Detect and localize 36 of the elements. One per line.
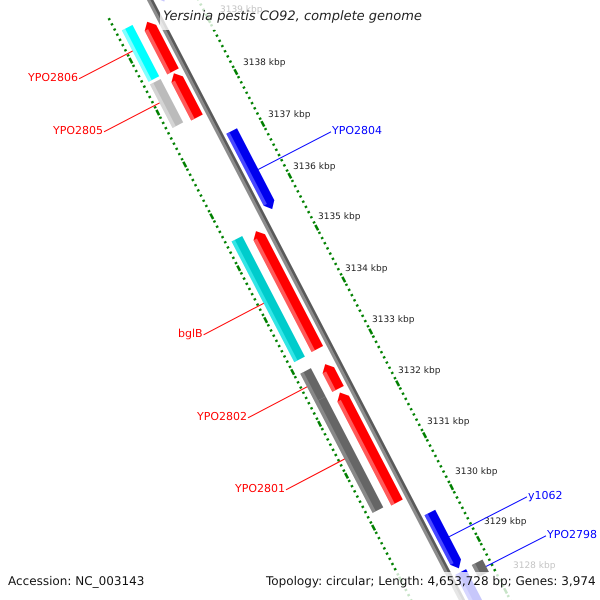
gene-feature [226, 128, 274, 210]
gene-feature [150, 79, 184, 128]
gene-label: YPO2802 [197, 410, 248, 424]
leader-line [248, 386, 308, 418]
scale-label: 3132 kbp [398, 366, 440, 376]
gene-label: YPO2798 [547, 528, 598, 542]
gene-label: YPO2804 [332, 124, 382, 138]
gene-label: y1062 [528, 490, 563, 502]
gene-feature [122, 24, 160, 82]
leader-line [78, 50, 134, 80]
leader-line [203, 302, 264, 336]
gene-label: YPO2805 [53, 124, 104, 138]
gene-feature [315, 396, 384, 513]
scale-label: 3129 kbp [484, 517, 526, 528]
leader-line [286, 458, 346, 490]
leader-line [104, 102, 160, 132]
scale-label: 3137 kbp [268, 110, 310, 120]
gene-label: bglB [178, 328, 203, 340]
scale-label: 3135 kbp [318, 212, 360, 222]
scale-label: 3133 kbp [372, 315, 414, 326]
scale-label: 3136 kbp [293, 162, 336, 172]
scale-label: 3130 kbp [455, 467, 498, 478]
scale-label: 3138 kbp [243, 58, 286, 68]
scale-label: 3134 kbp [345, 264, 388, 274]
gene-label: YPO2806 [28, 72, 78, 84]
footer-text: Topology: circular; Length: 4,653,728 bp; Genes: 3,974 [266, 575, 596, 589]
leader-line [448, 496, 528, 538]
gene-feature [424, 510, 461, 568]
gene-feature [300, 368, 326, 402]
scale-label: 3128 kbp [513, 561, 556, 572]
scale-label: 3131 kbp [427, 417, 470, 428]
leader-line [258, 131, 332, 170]
leader-line [486, 535, 546, 567]
gene-feature [232, 236, 305, 362]
gene-label: YPO2801 [235, 482, 286, 496]
footer-text: Accession: NC_003143 [8, 575, 144, 589]
